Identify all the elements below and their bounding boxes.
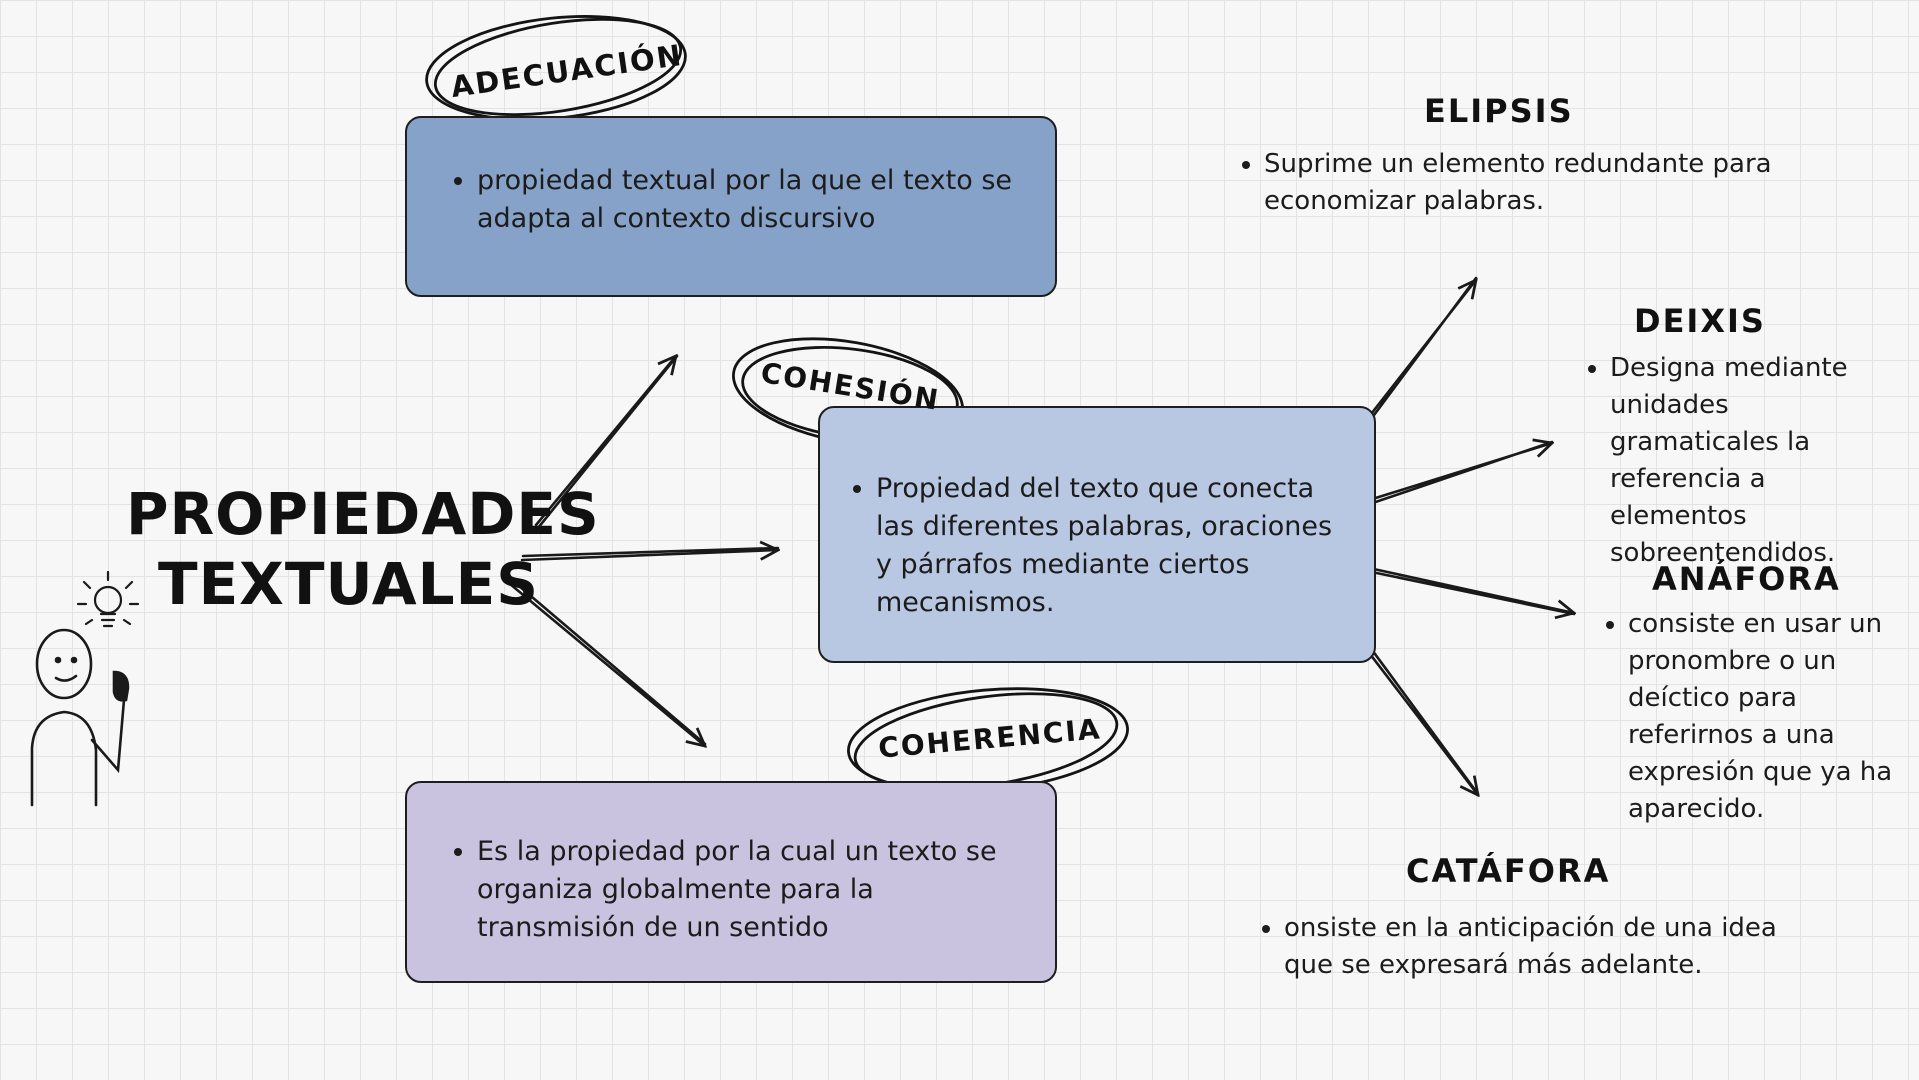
main-title-second: TEXTUALES bbox=[158, 552, 539, 616]
arrow-to-adecuacion bbox=[534, 356, 677, 530]
anafora-label: ANÁFORA bbox=[1652, 560, 1841, 598]
anafora-text: consiste en usar un pronombre o un deíct… bbox=[1628, 606, 1900, 828]
person-thinking-icon bbox=[30, 628, 130, 807]
anafora-note: consiste en usar un pronombre o un deíct… bbox=[1600, 606, 1900, 828]
coherencia-box: Es la propiedad por la cual un texto se … bbox=[405, 781, 1057, 983]
arrow-to-anafora bbox=[1358, 564, 1574, 614]
arrow-to-deixis bbox=[1348, 442, 1552, 512]
elipsis-text: Suprime un elemento redundante para econ… bbox=[1264, 146, 1796, 220]
cohesion-text: Propiedad del texto que conecta las dife… bbox=[876, 470, 1340, 622]
catafora-label: CATÁFORA bbox=[1406, 852, 1611, 890]
arrow-to-coherencia bbox=[508, 578, 705, 746]
main-title: PROPIEDADES bbox=[126, 482, 600, 546]
cohesion-box: Propiedad del texto que conecta las dife… bbox=[818, 406, 1376, 663]
lightbulb-icon bbox=[76, 570, 140, 628]
main-title-line2: TEXTUALES bbox=[158, 550, 540, 618]
deixis-label: DEIXIS bbox=[1634, 302, 1766, 340]
main-title-line1: PROPIEDADES bbox=[126, 480, 600, 548]
adecuacion-box: propiedad textual por la que el texto se… bbox=[405, 116, 1057, 297]
adecuacion-text: propiedad textual por la que el texto se… bbox=[477, 162, 1015, 238]
elipsis-label: ELIPSIS bbox=[1424, 92, 1574, 130]
catafora-text: onsiste en la anticipación de una idea q… bbox=[1284, 910, 1796, 984]
catafora-note: onsiste en la anticipación de una idea q… bbox=[1256, 910, 1796, 984]
deixis-note: Designa mediante unidades gramaticales l… bbox=[1582, 350, 1902, 572]
arrow-to-cohesion bbox=[520, 548, 778, 560]
deixis-text: Designa mediante unidades gramaticales l… bbox=[1610, 350, 1902, 572]
coherencia-text: Es la propiedad por la cual un texto se … bbox=[477, 833, 1015, 947]
elipsis-note: Suprime un elemento redundante para econ… bbox=[1236, 146, 1796, 220]
